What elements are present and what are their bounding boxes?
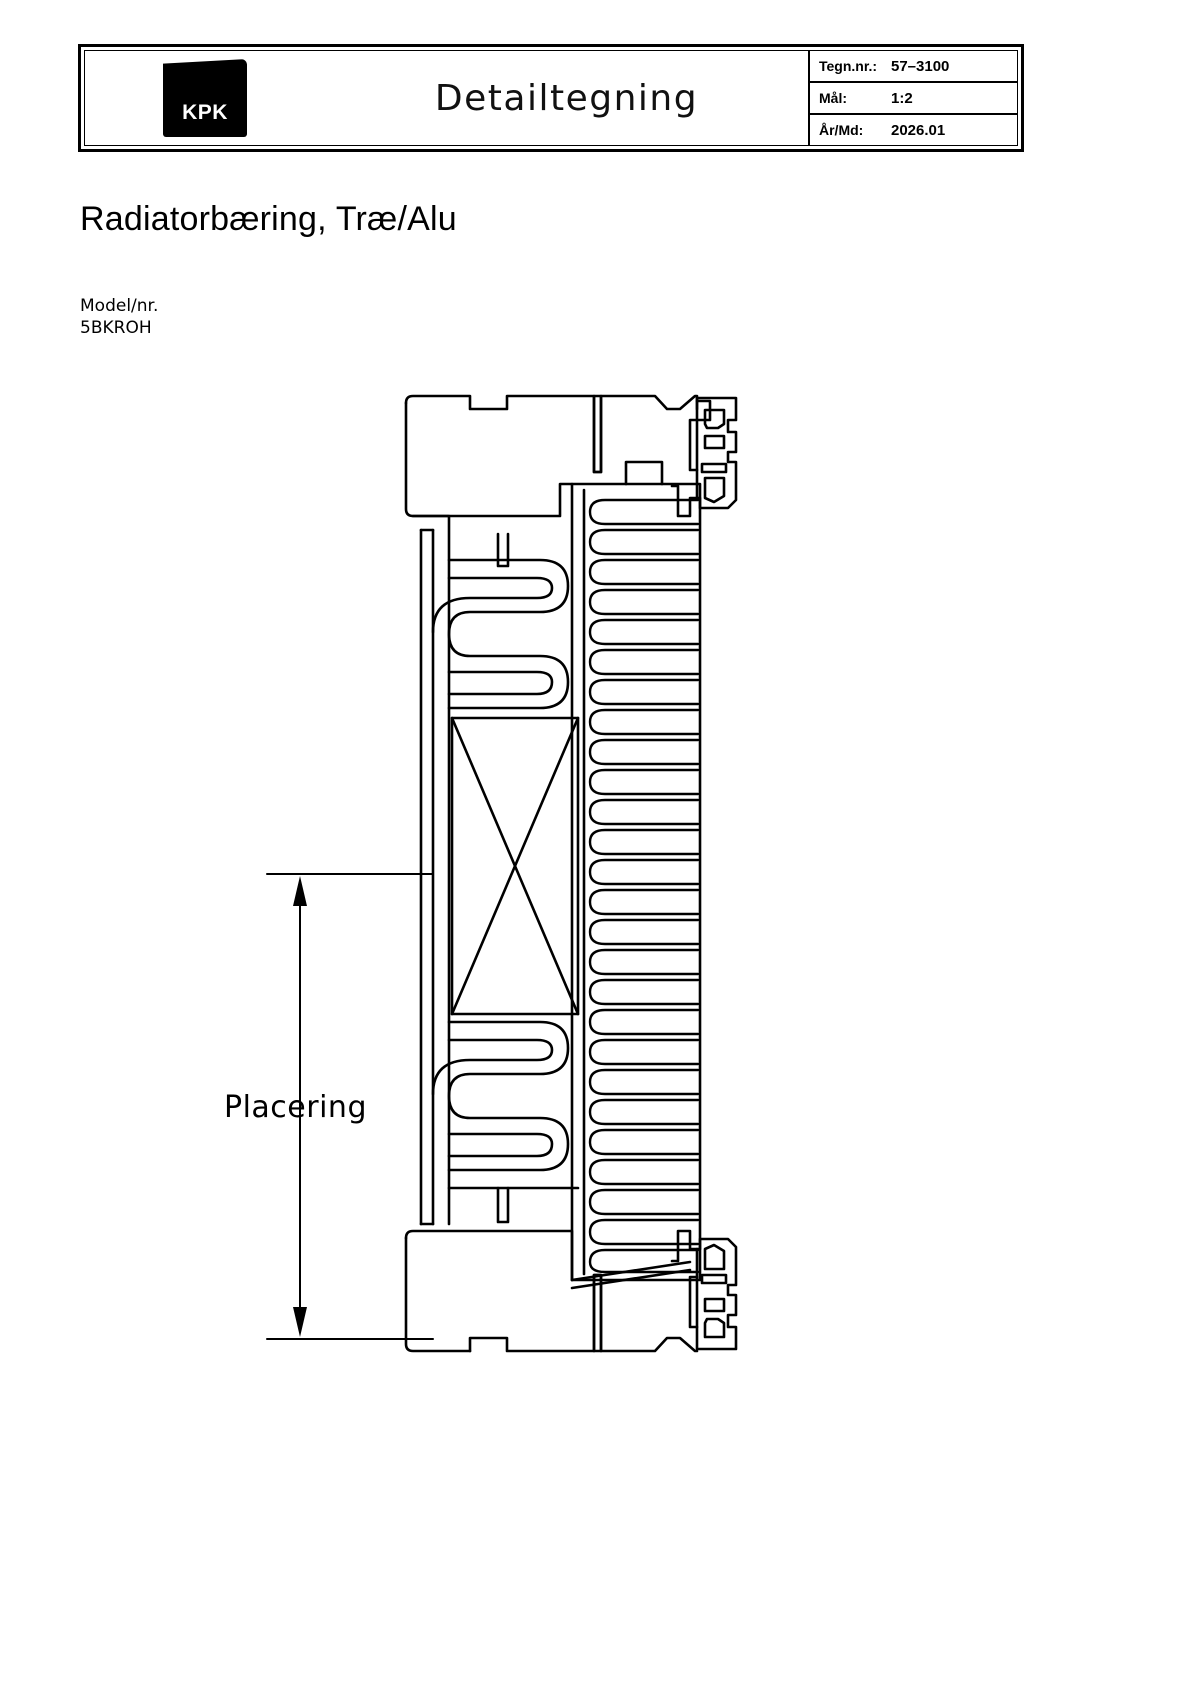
radiator-fin	[588, 948, 700, 976]
radiator-top-nub	[624, 460, 664, 486]
top-alu-gasket-lip	[700, 462, 728, 474]
title-block-inner: KPK Detailtegning Tegn.nr.: 57–3100 Mål:…	[84, 50, 1018, 146]
title-block-fields: Tegn.nr.: 57–3100 Mål: 1:2 År/Md: 2026.0…	[808, 51, 1017, 145]
dimension-label: Placering	[224, 1090, 367, 1125]
radiator-fin	[588, 1068, 700, 1096]
title-block: KPK Detailtegning Tegn.nr.: 57–3100 Mål:…	[78, 44, 1024, 152]
radiator-fin	[588, 618, 700, 646]
top-alu-inner-channel-3	[703, 476, 726, 504]
bottom-alu-left-return	[688, 1275, 699, 1329]
frame-tab-top	[496, 532, 510, 568]
thermal-break-meander-top-inner	[431, 576, 554, 634]
kpk-logo-icon: KPK	[163, 59, 247, 137]
dimension-arrow-down	[293, 1307, 307, 1337]
field-drawing-number: Tegn.nr.: 57–3100	[810, 51, 1017, 83]
radiator-fin	[588, 918, 700, 946]
bottom-sill-slope-line-2	[570, 1268, 692, 1290]
radiator-fin	[588, 858, 700, 886]
radiator-fin	[588, 1218, 700, 1246]
radiator-fin	[588, 1038, 700, 1066]
thermal-break-meander-bottom	[447, 1020, 570, 1172]
bracket-cross-line-2	[450, 716, 580, 1016]
field-date-label: År/Md:	[819, 122, 864, 138]
logo-text: KPK	[182, 101, 228, 124]
radiator-fin	[588, 498, 700, 526]
radiator-fin	[588, 768, 700, 796]
radiator-fin	[588, 1158, 700, 1186]
bottom-alu-top-return	[670, 1229, 699, 1263]
page-title: Radiatorbæring, Træ/Alu	[80, 200, 457, 238]
bracket-block	[450, 716, 580, 1016]
bottom-wood-frame-outline	[404, 1229, 574, 1282]
top-alu-bottom-return	[670, 484, 699, 518]
model-number-value: 5BKROH	[80, 318, 152, 338]
radiator-fin	[588, 678, 700, 706]
field-scale: Mål: 1:2	[810, 83, 1017, 115]
radiator-fin	[588, 708, 700, 736]
frame-tab-bottom	[496, 1186, 510, 1224]
field-drawing-number-label: Tegn.nr.:	[819, 58, 878, 74]
bottom-alu-cladding-outline	[695, 1237, 738, 1351]
field-drawing-number-value: 57–3100	[891, 57, 950, 75]
top-alu-left-return	[688, 418, 699, 472]
top-frame-right-step	[695, 399, 712, 422]
radiator-fin	[588, 1188, 700, 1216]
radiator-fin	[588, 1248, 700, 1274]
bottom-alu-gasket-lip	[700, 1273, 728, 1285]
radiator-fin	[588, 738, 700, 766]
top-alu-cladding-outline	[695, 396, 738, 510]
bracket-cross-line-1	[450, 716, 580, 1016]
top-alu-inner-channel-2	[703, 434, 726, 450]
bottom-sill-slope-line	[570, 1260, 692, 1282]
radiator-fin	[588, 528, 700, 556]
bottom-alu-inner-channel-2	[703, 1297, 726, 1313]
thermal-break-meander-bottom-inner	[431, 1038, 554, 1096]
top-frame-left-edge	[404, 401, 450, 518]
bottom-alu-inner-channel-1	[703, 1317, 726, 1339]
radiator-fin	[588, 798, 700, 826]
field-scale-label: Mål:	[819, 90, 847, 106]
title-block-logo-cell: KPK	[85, 51, 325, 145]
bottom-frame-notch-detail	[592, 1273, 603, 1353]
radiator-fins	[588, 498, 700, 1274]
thermal-break-meander-top	[447, 558, 570, 710]
field-scale-value: 1:2	[891, 89, 913, 107]
radiator-fin	[588, 558, 700, 586]
radiator-fin	[588, 1128, 700, 1156]
drawing-type-title: Detailtegning	[434, 77, 699, 119]
model-number-label: Model/nr.	[80, 296, 159, 316]
radiator-fin	[588, 888, 700, 916]
radiator-fin	[588, 978, 700, 1006]
field-date-value: 2026.01	[891, 121, 946, 139]
thermal-break-meander-bottom-inner2	[447, 1132, 554, 1158]
radiator-fin	[588, 588, 700, 616]
bottom-frame-left-edge	[404, 1236, 472, 1353]
bottom-frame-bottom-edge	[468, 1273, 699, 1353]
radiator-fin	[588, 1098, 700, 1126]
field-date: År/Md: 2026.01	[810, 115, 1017, 145]
dimension-arrow-up	[293, 876, 307, 906]
top-frame-bottom-edge	[411, 482, 574, 518]
bottom-alu-inner-channel-3	[703, 1243, 726, 1271]
thermal-break-meander-top-inner2	[447, 670, 554, 696]
radiator-casing-outline	[570, 482, 702, 1282]
top-wood-frame-outline	[404, 394, 699, 474]
radiator-fin	[588, 648, 700, 676]
top-alu-inner-channel-1	[703, 408, 726, 430]
radiator-fin	[588, 1008, 700, 1036]
radiator-fin	[588, 828, 700, 856]
top-frame-notch-detail	[592, 394, 603, 474]
title-block-center-cell: Detailtegning	[325, 51, 808, 145]
